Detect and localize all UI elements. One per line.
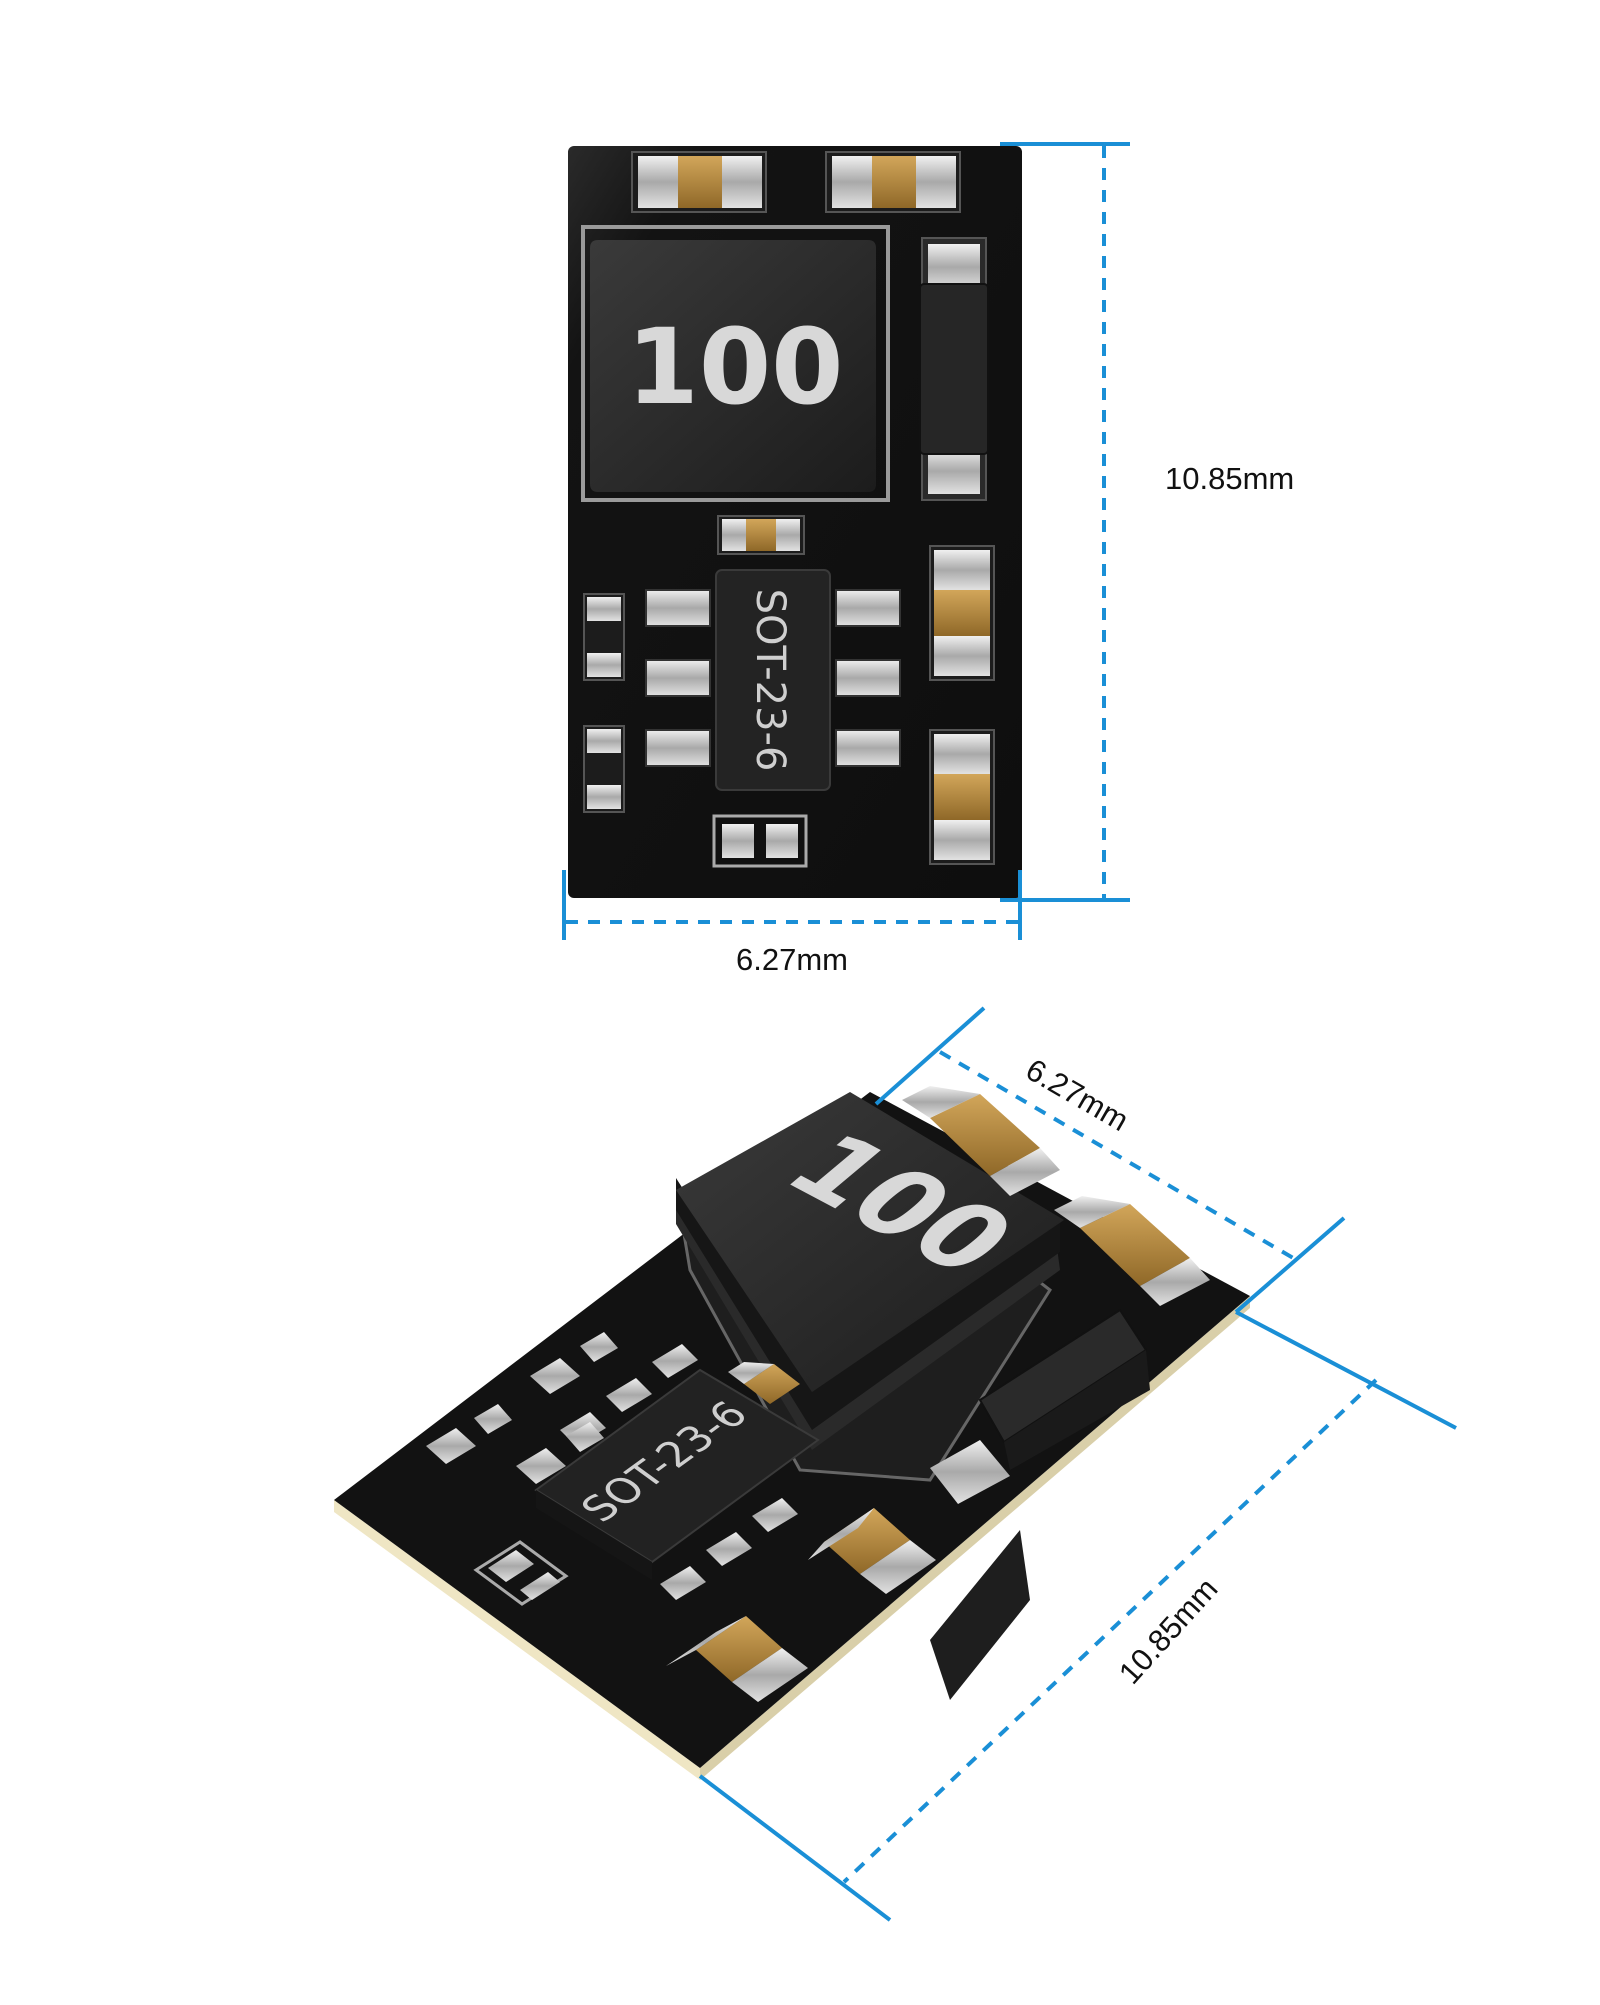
inductor-top-face bbox=[676, 1092, 1064, 1392]
length-label-angled: 10.85mm bbox=[1112, 1571, 1224, 1690]
top-view: 100 bbox=[562, 142, 1294, 977]
width-label-angled: 6.27mm bbox=[1020, 1052, 1134, 1138]
inductor-marking: 100 bbox=[626, 306, 843, 428]
capacitor-above-ic bbox=[717, 515, 805, 555]
ic-marking: SOT-23-6 bbox=[747, 589, 793, 772]
ic-pins-angled bbox=[560, 1344, 798, 1600]
width-dimension bbox=[562, 870, 1022, 940]
pcb-edge bbox=[334, 1500, 700, 1780]
component-bottom-center bbox=[712, 814, 808, 868]
width-dimension-angled bbox=[874, 1006, 1346, 1314]
diode-angled bbox=[930, 1308, 1150, 1504]
ic-pins-left bbox=[645, 589, 711, 767]
board-pin bbox=[930, 1530, 1030, 1700]
length-dimension-angled bbox=[698, 1310, 1457, 1922]
capacitor-angled-back-1 bbox=[902, 1086, 1060, 1196]
height-label: 10.85mm bbox=[1165, 461, 1294, 496]
capacitor-top-right bbox=[825, 151, 961, 213]
resistor-angled-1 bbox=[530, 1332, 618, 1394]
resistor-angled-2 bbox=[426, 1404, 512, 1464]
diode bbox=[919, 237, 989, 501]
angled-view: 100 SOT-23-6 bbox=[334, 1006, 1457, 1922]
resistor-left-upper bbox=[583, 593, 625, 681]
inductor: 100 bbox=[581, 225, 890, 502]
resistor-left-lower bbox=[583, 725, 625, 813]
inductor-angled: 100 bbox=[676, 1092, 1064, 1482]
capacitor-angled-mid bbox=[728, 1362, 800, 1404]
capacitor-top-left bbox=[631, 151, 767, 213]
width-label: 6.27mm bbox=[736, 942, 848, 977]
capacitor-angled-front-1 bbox=[808, 1508, 936, 1594]
component-angled-front-left bbox=[473, 1540, 569, 1606]
capacitor-angled-back-2 bbox=[1054, 1196, 1210, 1306]
ic-pins-right bbox=[835, 589, 901, 767]
capacitor-right-upper bbox=[929, 545, 995, 681]
capacitor-angled-front-2 bbox=[666, 1616, 808, 1702]
resistor-angled-3 bbox=[516, 1422, 604, 1484]
capacitor-right-lower bbox=[929, 729, 995, 865]
ic-sot23-6: SOT-23-6 bbox=[645, 569, 901, 791]
